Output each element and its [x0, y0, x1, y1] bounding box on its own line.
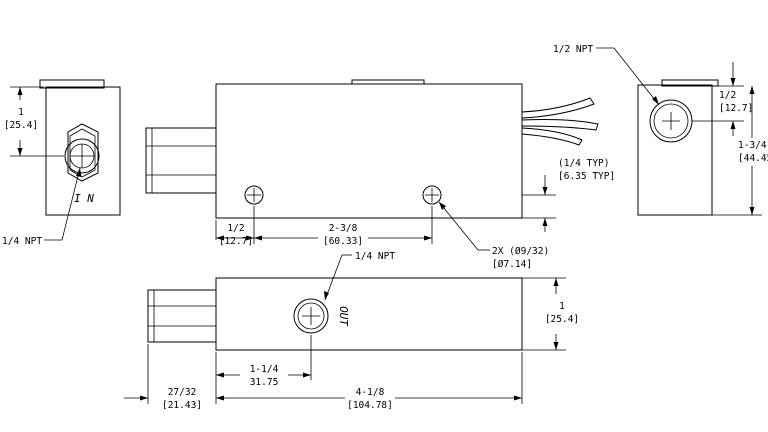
mounting-hole-icon [422, 185, 442, 205]
bottom-port-dim-mm: 31.75 [250, 377, 279, 388]
top-spacing-dim-mm: [60.33] [323, 236, 363, 247]
top-edge-dim-mm: [12.7] [219, 236, 253, 247]
bottom-length-dim-fraction: 4-1/8 [356, 387, 385, 398]
left-npt-callout: 1/4 NPT [2, 236, 42, 247]
left-height-dim-fraction: 1 [18, 107, 24, 118]
bottom-fitting-dim-mm: [21.43] [162, 400, 202, 411]
bottom-port-dim-fraction: 1-1/4 [250, 364, 279, 375]
mounting-hole-icon [244, 185, 264, 205]
right-height-dim-fraction: 1-3/4 [738, 140, 767, 151]
hole-callout-fraction: 2X (Ø9/32) [492, 246, 549, 257]
right-npt-callout: 1/2 NPT [553, 44, 593, 55]
outlet-port-label: OUT [337, 306, 350, 327]
top-offset-dim-fraction: (1/4 TYP) [558, 158, 609, 169]
hex-nut-icon [67, 123, 99, 182]
right-offset-dim-fraction: 1/2 [719, 90, 736, 101]
bottom-height-dim-fraction: 1 [559, 301, 565, 312]
top-view: 1/2 [12.7] 2-3/8 [60.33] (1/4 TYP) [6.35… [145, 79, 615, 270]
right-offset-dim-mm: [12.7] [719, 103, 753, 114]
top-edge-dim-fraction: 1/2 [227, 223, 244, 234]
top-offset-dim-mm: [6.35 TYP] [558, 171, 615, 182]
bottom-view: OUT 1/4 NPT 1 [25.4] 1-1/4 31.75 27/32 [… [124, 251, 579, 411]
right-end-view: 1/2 NPT 1/2 [12.7] 1-3/4 [44.45] [553, 44, 768, 216]
bottom-length-dim-mm: [104.78] [347, 400, 393, 411]
bottom-npt-callout: 1/4 NPT [355, 251, 395, 262]
bottom-fitting-dim-fraction: 27/32 [168, 387, 197, 398]
right-height-dim-mm: [44.45] [738, 153, 768, 164]
inlet-port-label: I N [74, 192, 94, 205]
left-height-dim-mm: [25.4] [4, 120, 38, 131]
lead-wires [521, 97, 595, 119]
hole-callout-mm: [Ø7.14] [492, 259, 532, 270]
top-spacing-dim-fraction: 2-3/8 [329, 223, 358, 234]
bottom-height-dim-mm: [25.4] [545, 314, 579, 325]
left-end-view: 1 [25.4] I N 1/4 NPT [2, 79, 121, 247]
outlet-port-icon [293, 298, 329, 334]
